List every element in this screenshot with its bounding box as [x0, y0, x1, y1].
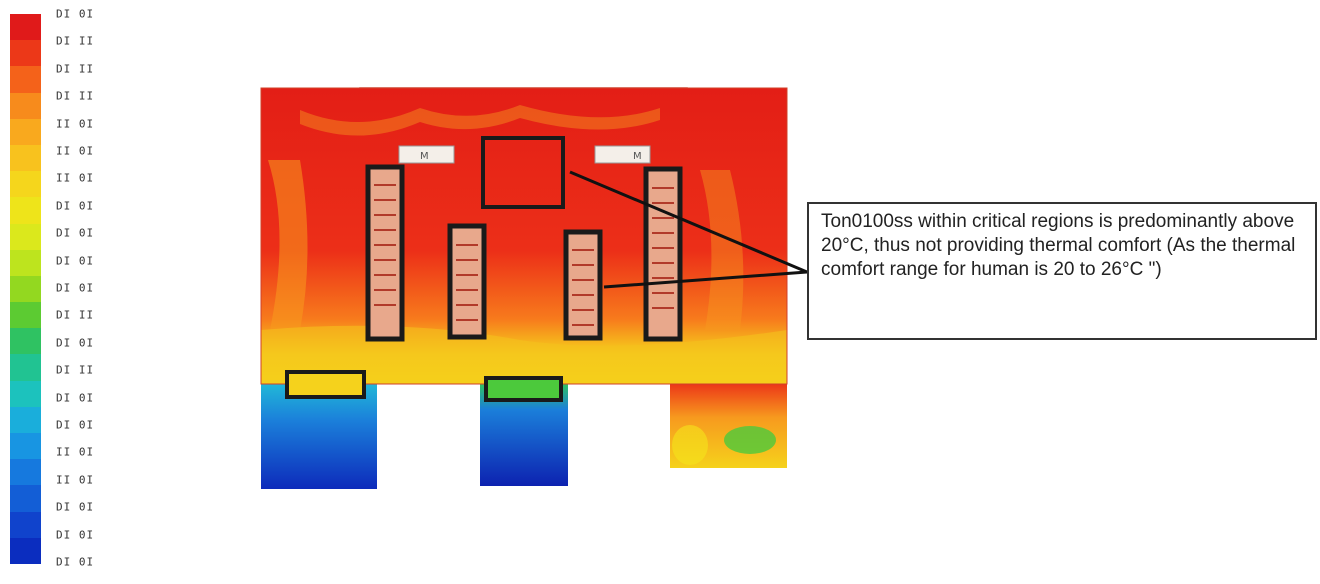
color-scale-label: DI II [56, 89, 95, 103]
annotation-callout: Ton0100ss within critical regions is pre… [807, 202, 1317, 340]
rack-2 [447, 223, 487, 340]
equipment-tag-right [594, 145, 651, 164]
color-scale-label: DI II [56, 62, 95, 76]
color-scale-swatch [10, 275, 41, 303]
color-scale-label: DI II [56, 308, 95, 322]
annotation-arrow [603, 270, 808, 289]
color-scale-swatch [10, 406, 41, 434]
room-right-green-patch [724, 426, 776, 454]
room-left [261, 384, 377, 489]
color-scale-swatch [10, 144, 41, 172]
color-scale-labels: DI 0I DI II DI II DI II II 0I II 0I II 0I DI 0I… [56, 9, 116, 568]
color-scale-swatch [10, 249, 41, 277]
color-scale-swatch [10, 223, 41, 251]
color-scale-label: II 0I [56, 117, 95, 131]
color-scale-label: II 0I [56, 171, 95, 185]
color-scale-label: DI 0I [56, 391, 95, 405]
block-middle [484, 376, 563, 402]
rack-1 [365, 164, 405, 342]
color-scale-label: DI 0I [56, 281, 95, 295]
color-scale-swatch [10, 118, 41, 146]
color-scale-swatch [10, 66, 41, 94]
color-scale-swatch [10, 433, 41, 460]
color-scale-label: DI 0I [56, 336, 95, 350]
rack-4 [643, 166, 683, 342]
color-scale-swatch [10, 197, 41, 225]
color-scale-label: DI 0I [56, 500, 95, 514]
color-scale-swatch [10, 328, 41, 355]
color-scale-swatch [10, 354, 41, 382]
critical-region-box [481, 136, 565, 209]
color-scale-swatch [10, 302, 41, 329]
color-scale-label: II 0I [56, 144, 95, 158]
color-scale-label: DI 0I [56, 528, 95, 542]
color-scale-label: DI 0I [56, 199, 95, 213]
color-scale-label: DI 0I [56, 7, 95, 21]
color-scale-swatch [10, 485, 41, 513]
hall-top-orange [300, 105, 660, 136]
equipment-tag-left [398, 145, 455, 164]
equipment-tag-left-label: M [420, 151, 429, 162]
color-scale-swatch [10, 40, 41, 67]
color-scale-label: DI 0I [56, 226, 95, 240]
equipment-tag-right-label: M [633, 151, 642, 162]
color-scale-swatch [10, 380, 41, 408]
color-scale-swatch [10, 92, 41, 120]
color-scale-swatch [10, 14, 41, 41]
color-scale-label: DI 0I [56, 254, 95, 268]
color-scale-swatch [10, 511, 41, 539]
annotation-arrow [569, 170, 808, 274]
color-scale-label: DI II [56, 34, 95, 48]
hall-orange-plume [268, 160, 308, 330]
room-right-yellow-patch [672, 425, 708, 465]
color-scale-label: DI 0I [56, 555, 95, 569]
color-scale-swatch [10, 459, 41, 486]
block-left [285, 370, 366, 399]
color-scale-bar [10, 14, 41, 565]
color-scale-label: II 0I [56, 473, 95, 487]
rack-3 [563, 229, 603, 341]
color-scale-label: DI II [56, 363, 95, 377]
color-scale-swatch [10, 537, 41, 565]
color-scale-label: DI 0I [56, 418, 95, 432]
color-scale-label: II 0I [56, 445, 95, 459]
color-scale-swatch [10, 171, 41, 198]
annotation-text: Ton0100ss within critical regions is pre… [821, 211, 1296, 280]
hall-orange-plume [700, 170, 744, 330]
